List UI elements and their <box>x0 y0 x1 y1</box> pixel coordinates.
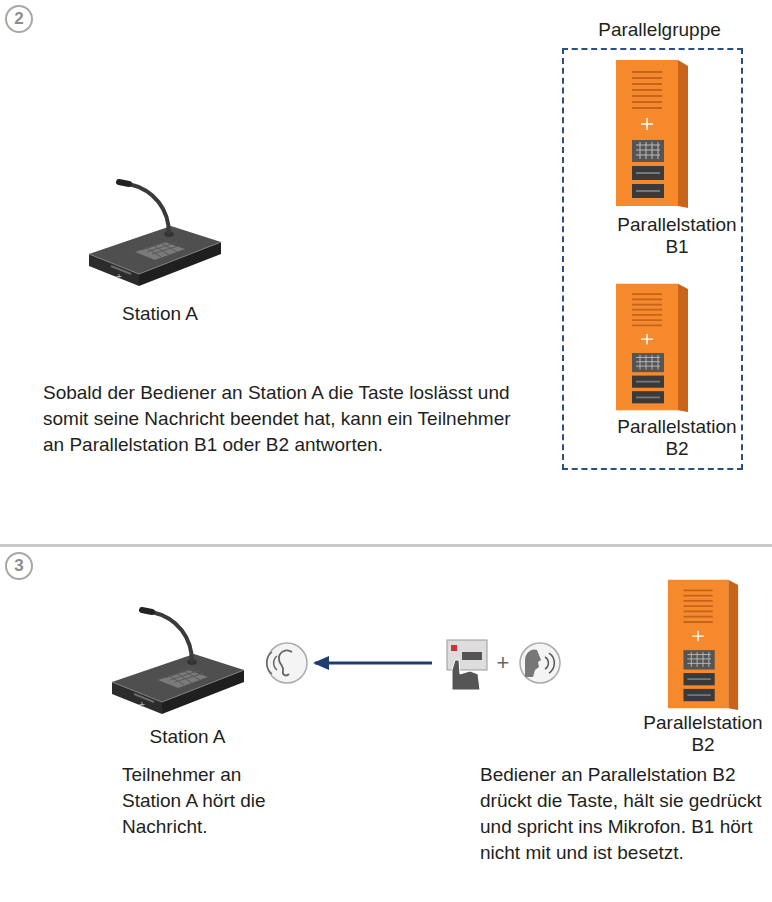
station-label-box: Parallelstation B1 <box>614 214 740 258</box>
callout-number: 3 <box>5 552 33 580</box>
station-node: Parallelstation B1 <box>562 58 743 258</box>
note-text: Sobald der Bediener an Station A die Tas… <box>43 380 513 458</box>
note-text: Bediener an Parallelstation B2 drückt di… <box>480 762 766 866</box>
signal-arrow <box>315 662 432 665</box>
station-label-box: Station A <box>80 303 240 325</box>
station-label: Station A <box>100 726 275 748</box>
station-label: Station A <box>80 303 240 325</box>
station-label: Parallelstation B1 <box>614 214 740 258</box>
station-node: Station A <box>100 598 315 748</box>
station-label: Parallelstation B2 <box>640 712 766 756</box>
group-box: ParallelgruppeParallelstation B1 Parallel… <box>562 18 743 470</box>
note-text: Teilnehmer an Station A hört die Nachric… <box>122 762 302 840</box>
group-title: Parallelgruppe <box>562 18 743 42</box>
plus-sign: + <box>494 650 512 676</box>
station-label-box: Parallelstation B2 <box>614 416 740 460</box>
speech-icon <box>520 643 560 683</box>
ear-icon <box>267 643 307 683</box>
button-hand-icon <box>447 640 487 690</box>
station-label: Parallelstation B2 <box>614 416 740 460</box>
station-label-box: Station A <box>100 726 275 748</box>
station-node: Station A <box>80 170 240 325</box>
station-node: Parallelstation B2 <box>432 578 768 756</box>
station-label-box: Parallelstation B2 <box>640 712 766 756</box>
dashed-outline <box>562 48 743 470</box>
callout-number: 2 <box>5 5 33 33</box>
station-node: Parallelstation B2 <box>562 290 743 460</box>
